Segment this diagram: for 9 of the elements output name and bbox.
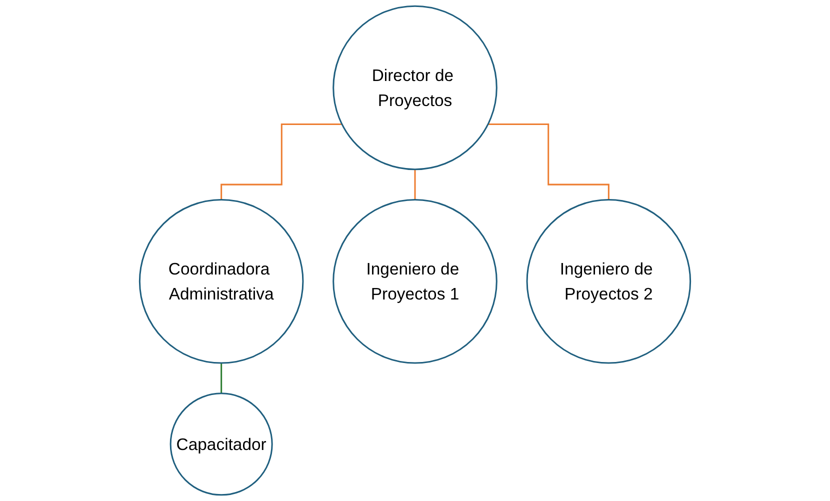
node-circle: Coordinadora Administrativa xyxy=(138,199,304,364)
node-circle: Director de Proyectos xyxy=(332,5,498,170)
connector xyxy=(220,123,342,200)
node-circle: Capacitador xyxy=(170,392,273,496)
node-circle: Ingeniero de Proyectos 1 xyxy=(332,199,498,364)
connector xyxy=(488,123,610,200)
connector xyxy=(220,362,222,394)
connector xyxy=(414,168,416,200)
node-circle: Ingeniero de Proyectos 2 xyxy=(526,199,692,364)
